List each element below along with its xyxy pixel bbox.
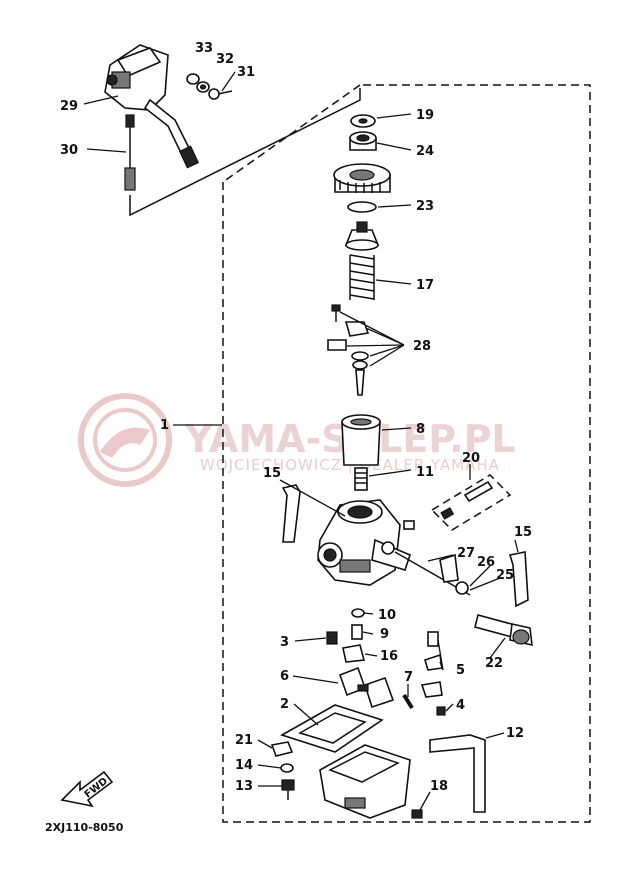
small-screw-washers [186,73,233,100]
callout-21: 21 [235,733,253,748]
callout-15-right: 15 [514,525,532,540]
carburetor-body-part [317,499,471,596]
callout-23: 23 [416,199,434,214]
float-part [338,666,395,709]
pilot-screw-part [403,474,512,531]
plate-part [270,741,294,757]
right-vent-hose [508,551,529,608]
callout-5: 5 [456,663,465,678]
callout-19: 19 [416,108,434,123]
bowl-screw-part [281,779,295,800]
callout-6: 6 [280,669,289,684]
throttle-slide-part [341,414,381,466]
callout-22: 22 [485,656,503,671]
throttle-cable-part [104,44,200,169]
cap-stack [327,114,391,491]
callout-16: 16 [380,649,398,664]
callout-10: 10 [378,608,396,623]
callout-29: 29 [60,99,78,114]
callout-14: 14 [235,758,253,773]
bowl-washer-part [280,763,294,773]
callout-1: 1 [160,418,169,433]
cable-adjuster-part [124,114,136,191]
callout-labels: 33 32 31 29 30 19 24 23 17 28 1 8 11 20 … [60,41,532,794]
callout-30: 30 [60,143,78,158]
bracket-part [439,553,459,583]
callout-28: 28 [413,339,431,354]
callout-31: 31 [237,65,255,80]
callout-9: 9 [380,627,389,642]
washer-part [455,581,469,595]
callout-3: 3 [280,635,289,650]
starter-plunger-part [474,614,533,647]
float-pin-part [402,693,414,710]
callout-8: 8 [416,422,425,437]
leader-lines [83,71,519,811]
callout-24: 24 [416,144,434,159]
callout-2: 2 [280,697,289,712]
assembly-frame [129,84,591,823]
drain-screw-part [436,706,446,716]
gasket-part [280,704,384,753]
float-bowl-part [319,744,411,819]
jet-parts [326,608,443,698]
left-vent-hose [281,484,301,543]
callout-26: 26 [477,555,495,570]
callout-20: 20 [462,451,480,466]
fwd-arrow-icon: FWD [60,770,114,808]
callout-11: 11 [416,465,434,480]
bowl-screw-right-part [411,809,423,819]
callout-12: 12 [506,726,524,741]
callout-18: 18 [430,779,448,794]
callout-25: 25 [496,568,514,583]
watermark: YAMA-SKLEP.PL WOJCIECHOWICZ | DEALER YAM… [78,393,516,487]
callout-27: 27 [457,546,475,561]
callout-4: 4 [456,698,465,713]
callout-33: 33 [195,41,213,56]
watermark-logo [78,393,172,487]
callout-17: 17 [416,278,434,293]
callout-7: 7 [404,670,413,685]
callout-13: 13 [235,779,253,794]
callout-32: 32 [216,52,234,67]
spring-part [349,254,375,300]
part-code: 2XJ110-8050 [45,821,124,834]
callout-15-left: 15 [263,466,281,481]
drain-hose-part [429,734,486,813]
